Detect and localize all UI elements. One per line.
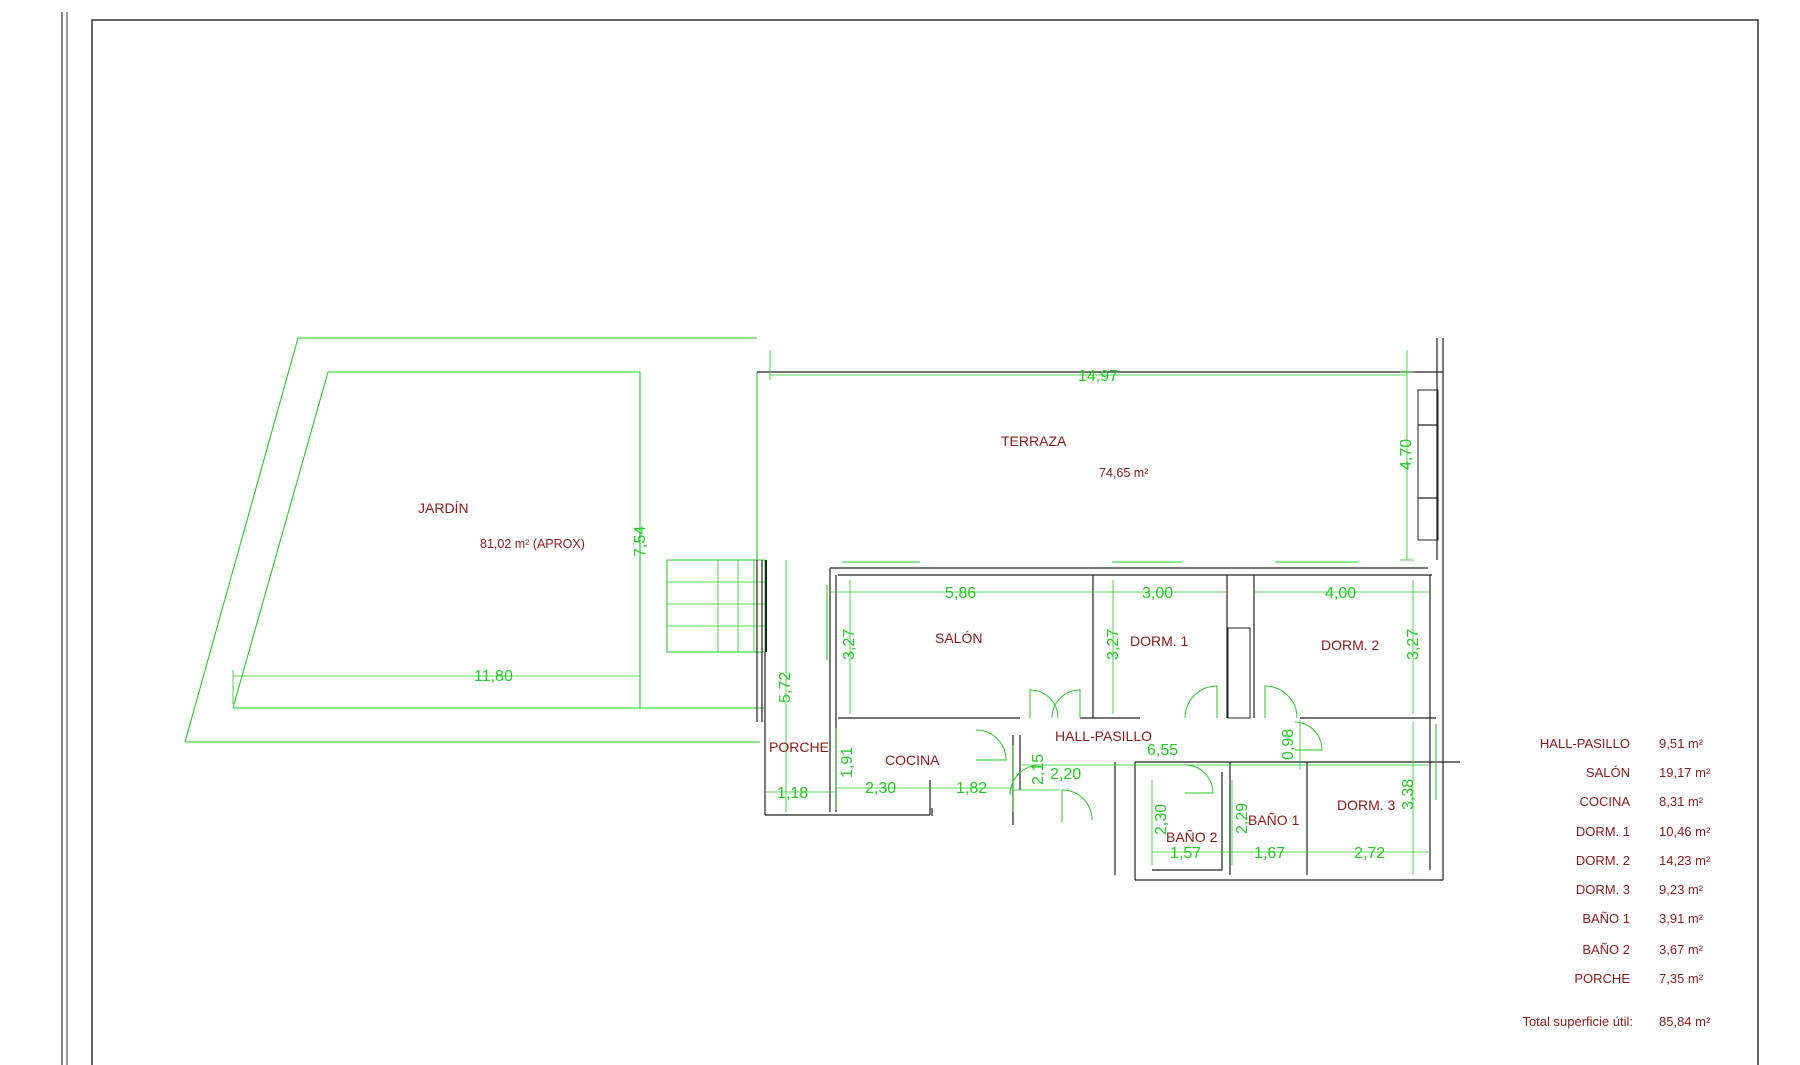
legend-total-value: 85,84 m² xyxy=(1659,1014,1711,1029)
dim-229: 2,29 xyxy=(1234,803,1251,834)
legend-name: COCINA xyxy=(1579,794,1630,809)
dim-215: 2,15 xyxy=(1030,754,1047,785)
dim-272: 2,72 xyxy=(1354,845,1385,862)
dim-220: 2,20 xyxy=(1050,766,1081,783)
dim-1497: 14,97 xyxy=(1078,368,1118,385)
dim-230-cocina: 2,30 xyxy=(865,780,896,797)
legend-name: DORM. 3 xyxy=(1576,882,1630,897)
dim-300: 3,00 xyxy=(1142,585,1173,602)
room-label-salon: SALÓN xyxy=(935,630,982,646)
legend-value: 10,46 m² xyxy=(1659,824,1711,839)
dim-167: 1,67 xyxy=(1254,845,1285,862)
legend-value: 9,23 m² xyxy=(1659,882,1704,897)
legend-value: 3,67 m² xyxy=(1659,942,1704,957)
dim-118: 1,18 xyxy=(777,785,808,802)
legend-value: 7,35 m² xyxy=(1659,971,1704,986)
room-area-jardin: 81,02 m² (APROX) xyxy=(480,537,585,551)
windows xyxy=(826,561,1437,800)
room-label-jardin: JARDÍN xyxy=(418,500,469,516)
legend-name: BAÑO 1 xyxy=(1582,911,1630,926)
dim-327-salon: 3,27 xyxy=(841,629,858,660)
stairs xyxy=(666,559,767,653)
room-label-bano1: BAÑO 1 xyxy=(1248,812,1300,828)
dim-586: 5,86 xyxy=(945,585,976,602)
dim-157: 1,57 xyxy=(1170,845,1201,862)
dim-400: 4,00 xyxy=(1325,585,1356,602)
dim-098: 0,98 xyxy=(1280,729,1297,760)
legend-name: SALÓN xyxy=(1586,765,1630,780)
room-label-cocina: COCINA xyxy=(885,752,940,768)
legend-name: PORCHE xyxy=(1574,971,1630,986)
sheet-frame xyxy=(61,12,1759,1065)
dim-182: 1,82 xyxy=(956,780,987,797)
dim-327-dorm1: 3,27 xyxy=(1105,629,1122,660)
dim-230-bano2: 2,30 xyxy=(1153,804,1170,835)
dim-655: 6,55 xyxy=(1147,742,1178,759)
dim-754: 7,54 xyxy=(632,526,649,557)
dim-470: 4,70 xyxy=(1398,439,1415,470)
dim-1180: 11,80 xyxy=(474,668,513,685)
dim-572: 5,72 xyxy=(777,672,794,703)
room-label-hall: HALL-PASILLO xyxy=(1055,728,1152,744)
room-label-dorm1: DORM. 1 xyxy=(1130,633,1189,649)
legend-name: DORM. 1 xyxy=(1576,824,1630,839)
dimension-lines xyxy=(232,350,1430,875)
room-label-dorm2: DORM. 2 xyxy=(1321,637,1380,653)
dim-327-dorm2: 3,27 xyxy=(1405,629,1422,660)
legend-value: 19,17 m² xyxy=(1659,765,1711,780)
room-label-porche: PORCHE xyxy=(769,739,829,755)
room-label-terraza: TERRAZA xyxy=(1001,433,1067,449)
legend-value: 9,51 m² xyxy=(1659,736,1704,751)
legend-value: 3,91 m² xyxy=(1659,911,1704,926)
dim-191: 1,91 xyxy=(839,747,856,778)
legend-name: HALL-PASILLO xyxy=(1540,736,1630,751)
legend-value: 8,31 m² xyxy=(1659,794,1704,809)
legend-name: BAÑO 2 xyxy=(1582,942,1630,957)
room-label-bano2: BAÑO 2 xyxy=(1166,829,1218,845)
dim-338: 3,38 xyxy=(1400,779,1417,810)
room-area-terraza: 74,65 m² xyxy=(1099,466,1148,480)
legend-value: 14,23 m² xyxy=(1659,853,1711,868)
legend-total-label: Total superficie útil: xyxy=(1522,1014,1633,1029)
legend-name: DORM. 2 xyxy=(1576,853,1630,868)
door-swings xyxy=(975,685,1323,822)
area-legend: HALL-PASILLO 9,51 m² SALÓN 19,17 m² COCI… xyxy=(1522,736,1711,1029)
room-label-dorm3: DORM. 3 xyxy=(1337,797,1396,813)
